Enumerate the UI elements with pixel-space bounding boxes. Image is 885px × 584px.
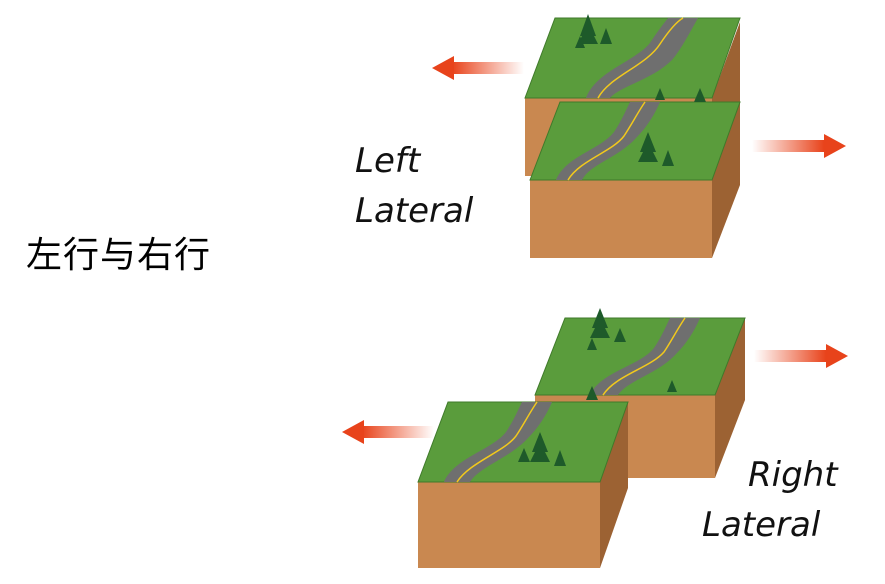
arrow-right-icon (752, 134, 846, 158)
left-lateral-label-line2: Lateral (355, 191, 474, 231)
arrow-left-icon (432, 56, 524, 80)
left-lateral-diagram: Left Lateral (355, 14, 846, 258)
arrow-left-icon (342, 420, 434, 444)
right-lateral-label-line1: Right (748, 455, 839, 495)
right-lateral-diagram: Right Lateral (342, 308, 848, 568)
tree-icon (575, 14, 706, 166)
arrow-right-icon (754, 344, 848, 368)
tree-icon (518, 308, 677, 466)
front-block (529, 101, 741, 258)
page-title: 左行与右行 (26, 235, 212, 276)
front-block (417, 401, 629, 568)
right-lateral-label-line2: Lateral (702, 505, 821, 545)
left-lateral-label-line1: Left (355, 141, 422, 181)
